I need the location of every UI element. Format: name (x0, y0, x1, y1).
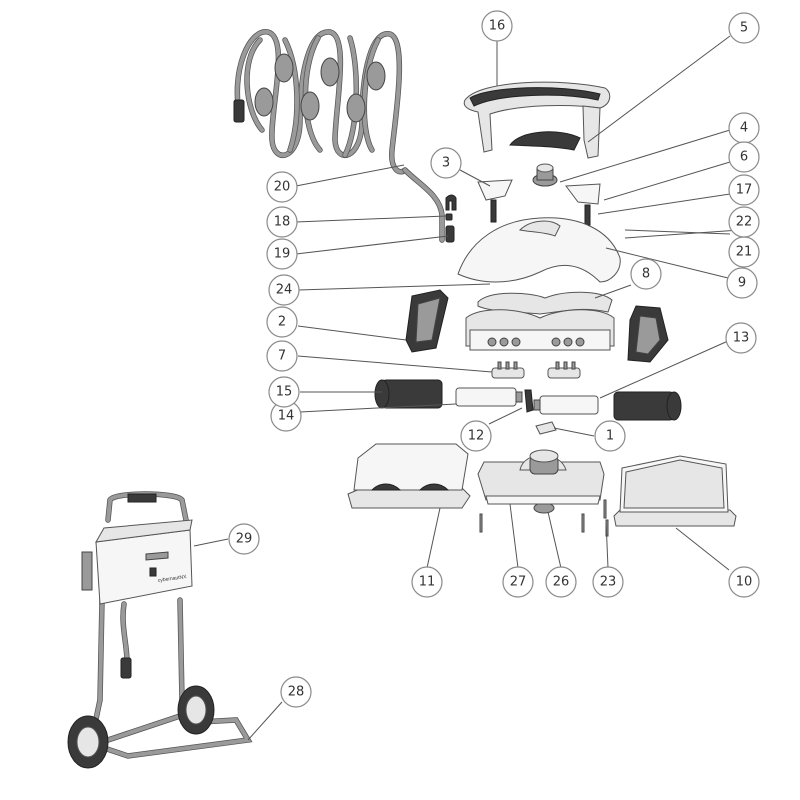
callout-24: 24 (268, 274, 300, 306)
callout-label: 16 (489, 19, 506, 34)
callout-label: 23 (600, 575, 617, 590)
callout-22: 22 (728, 206, 760, 238)
floating-cable (233, 29, 445, 243)
callout-label: 2 (278, 315, 286, 330)
callout-21: 21 (728, 236, 760, 268)
callout-28: 28 (280, 676, 312, 708)
callout-1: 1 (594, 420, 626, 452)
side-cover-right-inner (635, 315, 661, 355)
callout-label: 7 (278, 349, 286, 364)
callout-23: 23 (592, 566, 624, 598)
callout-label: 21 (736, 245, 753, 260)
pin-12 (524, 389, 534, 413)
caddy (67, 491, 253, 769)
callout-8: 8 (630, 258, 662, 290)
callout-19: 19 (266, 238, 298, 270)
callout-label: 22 (736, 215, 753, 230)
callout-label: 14 (278, 409, 295, 424)
handle-insert (509, 131, 581, 151)
callout-label: 29 (236, 532, 253, 547)
roller-core-right (533, 395, 599, 415)
power-supply-brand: cybernautNX (157, 574, 187, 584)
callout-9: 9 (726, 267, 758, 299)
callout-15: 15 (268, 376, 300, 408)
base-chassis (477, 449, 605, 514)
bearing-4 (532, 163, 558, 187)
callout-label: 19 (274, 247, 291, 262)
callout-label: 26 (553, 575, 570, 590)
callout-label: 17 (736, 183, 753, 198)
callout-label: 20 (274, 180, 291, 195)
clip-1 (535, 421, 557, 435)
callout-label: 15 (276, 385, 293, 400)
callout-20: 20 (266, 171, 298, 203)
callout-6: 6 (728, 141, 760, 173)
callout-11: 11 (411, 566, 443, 598)
callout-label: 5 (740, 21, 748, 36)
bottom-lid (347, 443, 471, 509)
top-cover (457, 217, 621, 283)
filter-basket (613, 455, 737, 527)
callout-4: 4 (728, 112, 760, 144)
callout-label: 9 (738, 276, 746, 291)
callout-label: 6 (740, 150, 748, 165)
callout-17: 17 (728, 174, 760, 206)
brush-roller-left (374, 379, 443, 409)
leader-lines (193, 35, 741, 741)
callout-13: 13 (725, 322, 757, 354)
clip-3 (477, 179, 513, 201)
roller-core-left (455, 387, 523, 407)
callout-label: 10 (736, 575, 753, 590)
callout-26: 26 (545, 566, 577, 598)
callout-2: 2 (266, 306, 298, 338)
screw-3 (490, 199, 497, 223)
callout-7: 7 (266, 340, 298, 372)
chassis-ports (487, 337, 585, 347)
screw-17 (584, 204, 591, 226)
callout-27: 27 (502, 566, 534, 598)
handle (463, 81, 611, 159)
callout-16: 16 (481, 10, 513, 42)
callout-29: 29 (228, 523, 260, 555)
callout-label: 28 (288, 685, 305, 700)
callout-3: 3 (430, 147, 462, 179)
callout-label: 3 (442, 156, 450, 171)
connectors-7 (491, 361, 581, 379)
top-cover-ridge (518, 220, 561, 237)
callout-12: 12 (460, 420, 492, 452)
callout-14: 14 (270, 400, 302, 432)
callout-label: 24 (276, 283, 293, 298)
callout-18: 18 (266, 206, 298, 238)
callout-label: 4 (740, 121, 748, 136)
callout-label: 27 (510, 575, 527, 590)
clip-6 (565, 183, 601, 205)
callout-label: 18 (274, 215, 291, 230)
brush-roller-right (613, 391, 682, 421)
callout-label: 11 (419, 575, 436, 590)
callout-5: 5 (728, 12, 760, 44)
callout-label: 8 (642, 267, 650, 282)
cable-swivel-parts (445, 194, 457, 243)
side-cover-left-inner (415, 297, 441, 343)
callout-label: 1 (606, 429, 614, 444)
callout-10: 10 (728, 566, 760, 598)
callout-label: 13 (733, 331, 750, 346)
callout-label: 12 (468, 429, 485, 444)
power-supply: cybernautNX (81, 519, 193, 679)
